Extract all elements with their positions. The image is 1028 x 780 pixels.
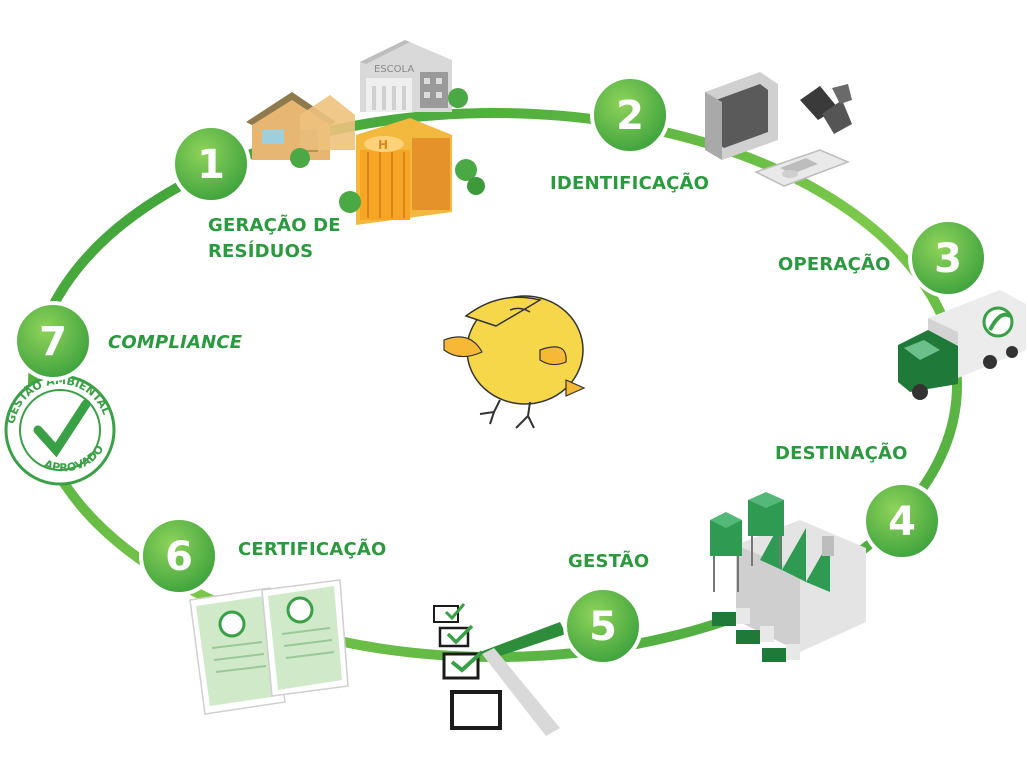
seal-icon: GESTÃO AMBIENTAL APROVADO [4, 374, 116, 486]
step-circle-4: 4 [862, 481, 942, 561]
factory-icon [710, 492, 866, 652]
step-circle-3: 3 [908, 218, 988, 298]
step-circle-2: 2 [590, 75, 670, 155]
certificate-icon [189, 579, 349, 715]
step-number-4: 4 [888, 499, 916, 545]
step-circle-5: 5 [563, 586, 643, 666]
hospital-building-icon: H [339, 118, 485, 225]
school-sign: ESCOLA [374, 64, 414, 75]
step-label-5: GESTÃO [568, 551, 650, 572]
bird-mascot-icon [443, 295, 586, 429]
step-number-5: 5 [589, 604, 617, 650]
small-trucks-icon [712, 608, 800, 662]
step-label-6: CERTIFICAÇÃO [238, 539, 387, 560]
computer-icon [705, 72, 778, 160]
truck-icon [898, 290, 1026, 400]
step-label-1-line2: RESÍDUOS [208, 241, 314, 262]
step-number-6: 6 [165, 534, 193, 580]
step-number-3: 3 [934, 236, 962, 282]
step-number-2: 2 [616, 93, 644, 139]
step-label-4: DESTINAÇÃO [775, 443, 908, 464]
step-circle-6: 6 [139, 516, 219, 596]
step-label-1: GERAÇÃO DE RESÍDUOS [208, 213, 341, 265]
school-icon: ESCOLA [360, 40, 468, 112]
step-circle-7: 7 [13, 301, 93, 381]
scanner-icon [754, 149, 851, 187]
checklist-icon [433, 603, 566, 736]
step-label-7: COMPLIANCE [108, 332, 243, 353]
binoculars-icon [800, 84, 852, 134]
step-number-1: 1 [197, 142, 225, 188]
step-label-2: IDENTIFICAÇÃO [550, 173, 710, 194]
step-label-3: OPERAÇÃO [778, 254, 891, 275]
step-label-1-line1: GERAÇÃO DE [208, 215, 341, 236]
svg-text:H: H [378, 138, 388, 152]
step-number-7: 7 [39, 319, 67, 365]
step-circle-1: 1 [171, 124, 251, 204]
houses-icon [246, 92, 355, 168]
